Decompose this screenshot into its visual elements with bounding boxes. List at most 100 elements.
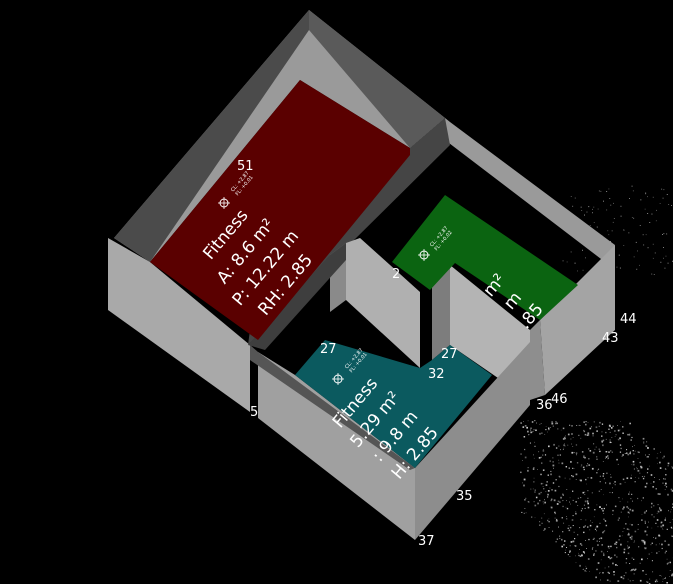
point-cloud-dot — [651, 273, 653, 275]
point-cloud-dot — [531, 421, 534, 423]
point-cloud-dot — [603, 518, 605, 520]
room-floors[interactable] — [150, 80, 578, 468]
point-cloud-dot — [584, 507, 586, 509]
point-cloud-dot — [626, 452, 628, 454]
point-cloud-dot — [548, 427, 550, 429]
point-cloud-dot — [645, 510, 648, 512]
point-cloud-dot — [559, 535, 561, 537]
vertex-label: 2 — [392, 267, 400, 282]
point-cloud-dot — [664, 485, 666, 486]
point-cloud-dot — [584, 552, 585, 554]
point-cloud-dot — [554, 489, 557, 492]
point-cloud-dot — [595, 527, 597, 529]
point-cloud-dot — [527, 469, 529, 472]
point-cloud-dot — [593, 537, 595, 540]
point-cloud-dot — [602, 461, 604, 462]
point-cloud-dot — [570, 196, 572, 197]
point-cloud-dot — [644, 485, 647, 488]
point-cloud-dot — [641, 514, 643, 515]
point-cloud-dot — [574, 538, 576, 540]
point-cloud-dot — [556, 503, 559, 505]
point-cloud-dot — [621, 535, 623, 537]
point-cloud-dot — [605, 456, 608, 458]
wall-right-wing-front — [530, 320, 545, 400]
point-cloud-dot — [667, 465, 669, 467]
point-cloud-dot — [562, 500, 564, 502]
point-cloud-dot — [635, 477, 636, 478]
point-cloud-dot — [651, 213, 653, 215]
point-cloud-dot — [666, 528, 668, 530]
point-cloud-dot — [646, 441, 648, 443]
point-cloud-dot — [548, 428, 550, 431]
room-floor-red[interactable] — [150, 80, 410, 340]
point-cloud-dot — [534, 517, 536, 519]
point-cloud-dot — [547, 490, 550, 492]
point-cloud-dot — [584, 569, 586, 572]
point-cloud-dot — [649, 222, 651, 223]
point-cloud-dot — [587, 558, 590, 560]
point-cloud-dot — [587, 463, 589, 465]
point-cloud-dot — [603, 200, 604, 202]
point-cloud-dot — [595, 426, 598, 429]
point-cloud-dot — [613, 483, 615, 484]
point-cloud-dot — [584, 500, 587, 503]
point-cloud-dot — [642, 234, 644, 236]
point-cloud-dot — [547, 493, 549, 496]
vertex-label: 27 — [441, 347, 458, 362]
point-cloud-dot — [623, 575, 625, 577]
point-cloud-dot — [532, 468, 535, 470]
point-cloud-dot — [555, 447, 558, 449]
point-cloud-dot — [645, 234, 647, 236]
point-cloud-dot — [585, 571, 587, 572]
point-cloud-dot — [639, 562, 641, 564]
point-cloud-dot — [573, 452, 575, 454]
point-cloud-dot — [639, 472, 641, 474]
point-cloud-dot — [671, 535, 673, 537]
point-cloud-dot — [610, 204, 612, 206]
point-cloud-dot — [641, 539, 643, 542]
point-cloud-dot — [628, 434, 631, 436]
point-cloud-dot — [625, 572, 627, 574]
room-floor-green[interactable] — [392, 195, 578, 320]
point-cloud-dot — [608, 428, 610, 430]
point-cloud-dot — [603, 494, 604, 496]
point-cloud-dot — [539, 432, 541, 435]
point-cloud-dot — [562, 505, 564, 508]
point-cloud-dot — [580, 464, 583, 466]
point-cloud-dot — [623, 506, 625, 509]
point-cloud-dot — [609, 439, 611, 441]
point-cloud-dot — [580, 479, 582, 482]
point-cloud-dot — [583, 526, 585, 528]
partition-center-face — [346, 238, 420, 368]
point-cloud-dot — [645, 193, 647, 195]
point-cloud-dot — [650, 544, 652, 546]
point-cloud-dot — [538, 451, 540, 453]
point-cloud-dot — [661, 188, 663, 190]
point-cloud-dot — [592, 547, 594, 549]
point-cloud-dot — [567, 433, 570, 436]
point-cloud-dot — [572, 205, 574, 207]
point-cloud-dot — [528, 434, 529, 436]
point-cloud-dot — [653, 516, 655, 518]
vertex-label: 32 — [428, 367, 445, 382]
point-cloud-dot — [531, 516, 533, 518]
point-cloud-dot — [631, 557, 633, 559]
room-floor-teal[interactable] — [295, 340, 492, 468]
point-cloud-dot — [593, 516, 595, 518]
point-cloud-dot — [566, 518, 568, 520]
point-cloud-dot — [596, 525, 599, 528]
point-cloud-dot — [582, 491, 585, 494]
point-cloud-dot — [601, 431, 603, 433]
point-cloud-dot — [534, 491, 536, 493]
point-cloud-dot — [621, 455, 623, 457]
point-cloud-dot — [565, 435, 566, 437]
point-cloud-dot — [646, 526, 649, 528]
point-cloud-dot — [642, 570, 644, 572]
point-cloud-dot — [560, 496, 562, 499]
point-cloud-dot — [582, 249, 583, 251]
point-cloud-dot — [632, 568, 635, 571]
point-cloud-dot — [604, 520, 607, 522]
point-cloud-dot — [656, 580, 659, 583]
